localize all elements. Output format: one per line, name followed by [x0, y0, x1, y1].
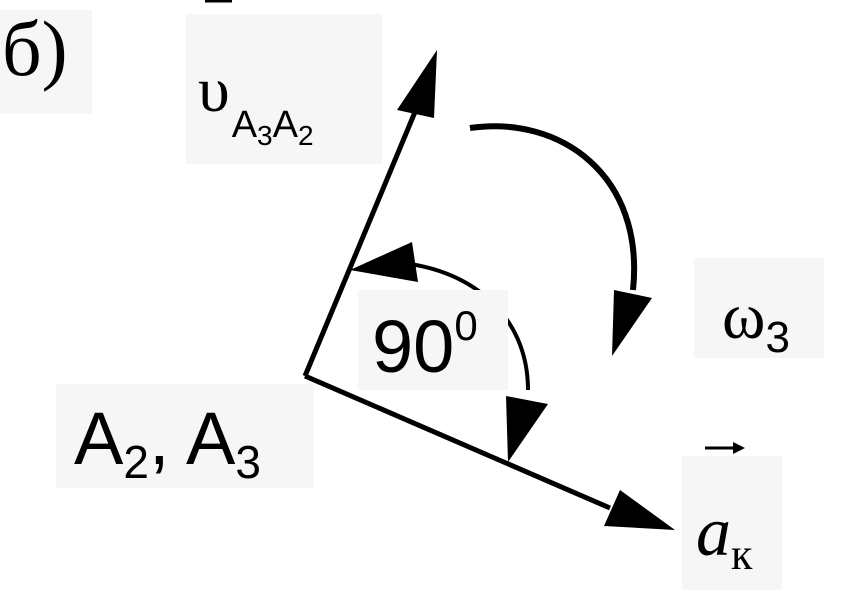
angle-label: 900	[358, 290, 508, 390]
velocity-sub-index-1: 3	[257, 120, 273, 151]
angle-arrow-head-up-icon	[350, 242, 418, 282]
angle-degree: 0	[454, 302, 478, 349]
omega-label: ω3	[694, 258, 824, 360]
coriolis-label: aк	[682, 456, 782, 590]
point-separator: ,	[148, 397, 186, 480]
omega-index: 3	[765, 313, 790, 362]
point-a2: A	[74, 397, 124, 480]
coriolis-arrow-head-icon	[604, 490, 675, 530]
panel-label: б)	[0, 10, 92, 114]
point-a3: A	[186, 397, 236, 480]
velocity-symbol: υ	[198, 54, 230, 125]
coriolis-vector-mark-icon	[733, 442, 745, 454]
angle-arrow-head-down-icon	[506, 396, 548, 462]
velocity-arrow-head-icon	[397, 50, 437, 118]
angle-value: 90	[372, 305, 455, 388]
panel-label-text: б)	[2, 5, 68, 92]
rotation-arrow-head-icon	[612, 290, 652, 356]
coriolis-sub: к	[731, 530, 753, 579]
velocity-vector-line	[302, 111, 418, 377]
velocity-sub-a1: A	[231, 104, 258, 146]
coriolis-symbol: a	[696, 494, 731, 571]
rotation-arc	[469, 123, 638, 291]
omega-symbol: ω	[722, 280, 766, 353]
point-index-2: 3	[235, 436, 261, 488]
point-label: A2, A3	[56, 384, 314, 488]
velocity-sub-a2: A	[272, 104, 298, 146]
point-index-1: 2	[123, 436, 149, 488]
velocity-sub-index-2: 2	[297, 120, 314, 151]
velocity-label: υA3A2	[186, 14, 382, 164]
coriolis-vector-line	[304, 373, 611, 511]
